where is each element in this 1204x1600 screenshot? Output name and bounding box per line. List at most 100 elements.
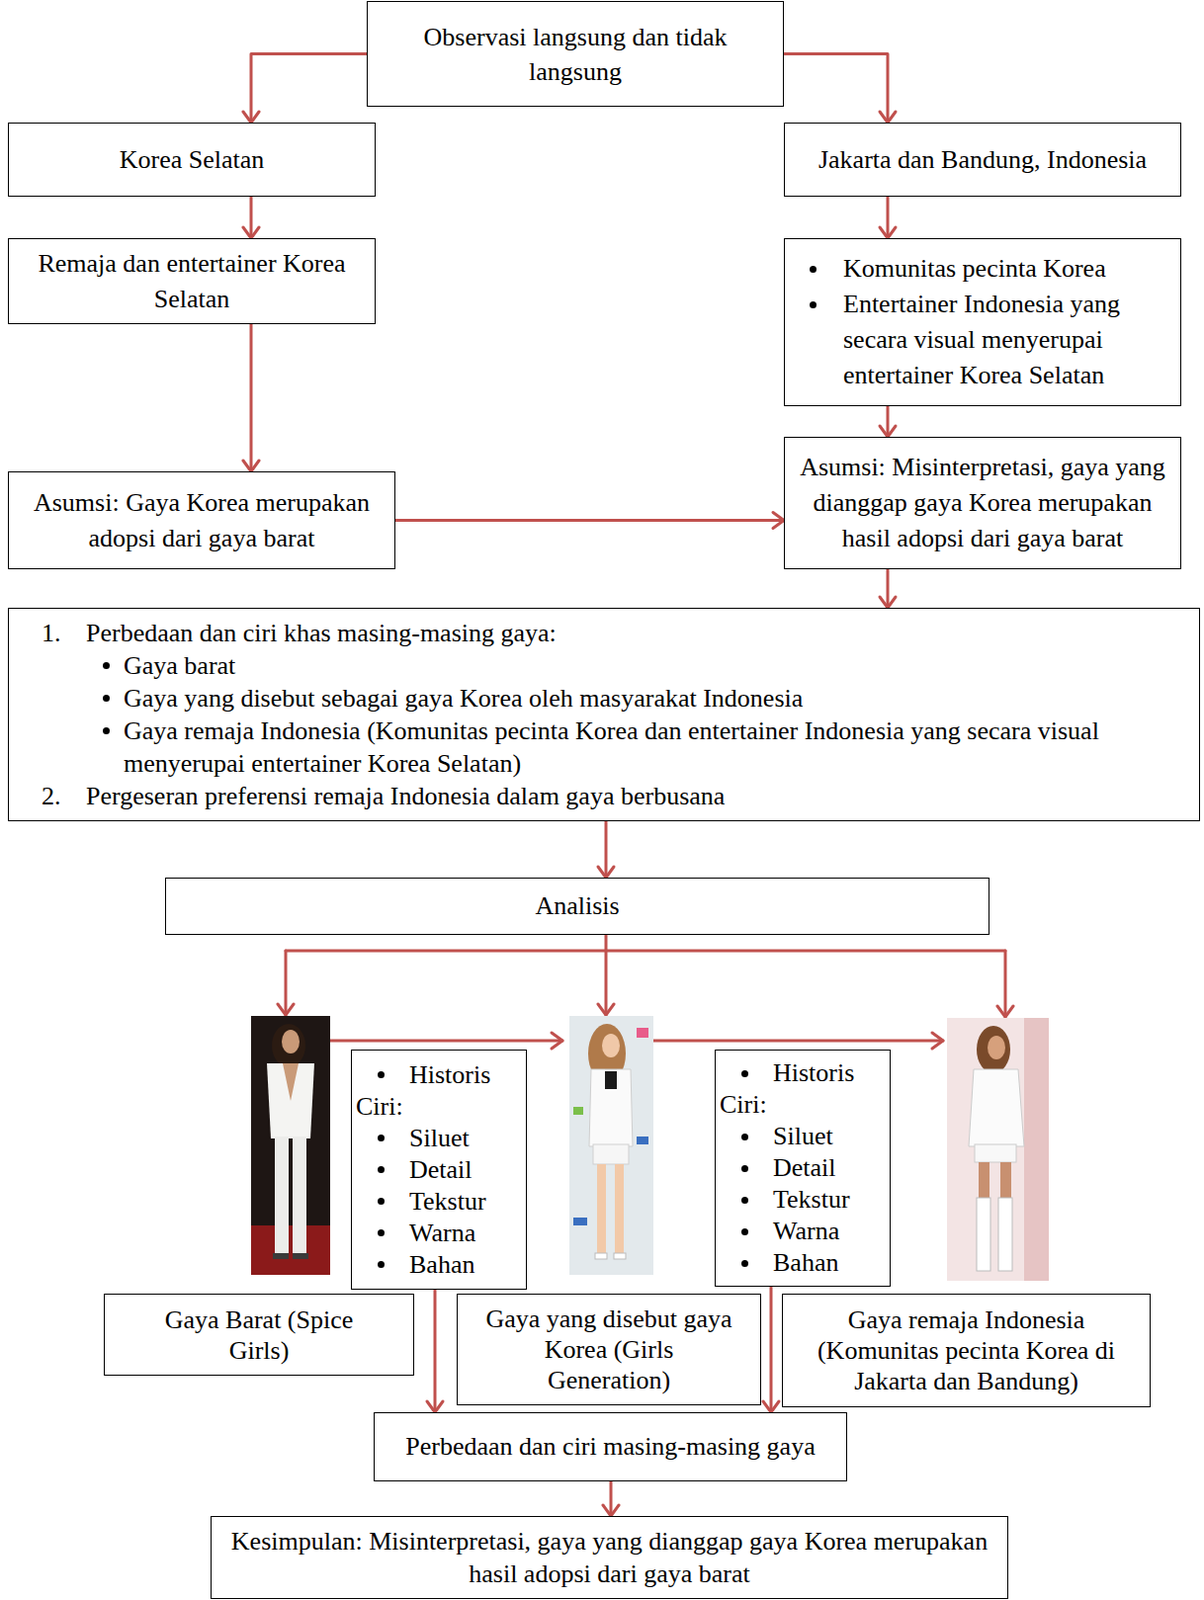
- list-item: Siluet: [351, 1122, 522, 1155]
- process-box: Kesimpulan: Misinterpretasi, gaya yang d…: [210, 1516, 1009, 1600]
- process-box: Korea Selatan: [7, 122, 376, 197]
- item-text: Ciri:: [719, 1089, 886, 1121]
- face: [987, 1035, 1006, 1060]
- process-box: HistorisCiri:SiluetDetailTeksturWarnaBah…: [350, 1049, 527, 1290]
- list-item: Detail: [715, 1152, 886, 1185]
- arrow-head: [879, 426, 896, 437]
- box-text: Perbedaan dan ciri masing-masing gaya: [388, 1429, 833, 1465]
- connector-arrow: [886, 196, 890, 239]
- list-item: Warna: [715, 1215, 886, 1248]
- flow-line: [330, 1039, 563, 1043]
- connector-arrow: [770, 1287, 774, 1413]
- arrow-head: [773, 513, 784, 529]
- list-number: 2.: [41, 779, 62, 813]
- process-box: Gaya remaja Indonesia (Komunitas pecinta…: [781, 1293, 1151, 1408]
- leg: [1000, 1162, 1012, 1201]
- list-item: Historis: [351, 1059, 522, 1092]
- logo-mark: [636, 1136, 649, 1145]
- process-box: Gaya yang disebut gaya Korea (Girls Gene…: [456, 1293, 762, 1406]
- red-carpet: [251, 1225, 331, 1276]
- white-blazer: [266, 1063, 315, 1139]
- box-text: Observasi langsung dan tidak langsung: [381, 19, 770, 89]
- connector-arrow: [604, 821, 608, 878]
- list-item: Warna: [351, 1217, 522, 1250]
- process-box: Perbedaan dan ciri masing-masing gaya: [373, 1412, 848, 1482]
- connector-arrow: [251, 54, 367, 124]
- face: [602, 1033, 620, 1058]
- bullet-dot: [102, 694, 110, 702]
- bullet-dot: [809, 301, 817, 309]
- arrow-head: [932, 1032, 944, 1049]
- list-item: Detail: [351, 1154, 522, 1187]
- arrow-head: [602, 1505, 619, 1517]
- list-item: 2. Pergeseran preferensi remaja Indonesia…: [8, 779, 1190, 813]
- item-text: Bahan: [773, 1247, 886, 1280]
- item-text: Gaya yang disebut sebagai gaya Korea ole…: [123, 682, 1190, 715]
- box-text: Gaya yang disebut gaya Korea (Girls Gene…: [481, 1303, 737, 1396]
- hair: [976, 1026, 1011, 1074]
- white-jacket: [589, 1069, 633, 1147]
- list-item: Ciri:: [715, 1089, 886, 1121]
- bullet-dot: [102, 727, 110, 735]
- photo-background: [251, 1016, 331, 1276]
- process-box: Remaja dan entertainer Korea Selatan: [7, 238, 376, 325]
- item-text: Gaya barat: [123, 649, 1190, 683]
- item-text: Siluet: [409, 1122, 522, 1155]
- list-item: Tekstur: [351, 1186, 522, 1218]
- arrow-head: [879, 227, 896, 239]
- arrow-head: [243, 460, 259, 472]
- logo-mark: [573, 1107, 584, 1116]
- box-text: Jakarta dan Bandung, Indonesia: [798, 142, 1167, 178]
- item-text: Gaya remaja Indonesia (Komunitas pecinta…: [123, 714, 1190, 780]
- connector-arrow: [886, 406, 890, 437]
- leg: [614, 1164, 624, 1256]
- bullet-dot: [377, 1134, 385, 1142]
- arrow-head: [551, 1032, 563, 1049]
- box-text: Remaja dan entertainer Korea Selatan: [22, 246, 361, 318]
- bullet-dot: [741, 1260, 749, 1268]
- list-item: Ciri:: [351, 1091, 522, 1123]
- item-text: Detail: [409, 1154, 522, 1187]
- process-box: Observasi langsung dan tidak langsung: [366, 0, 784, 107]
- item-text: Pergeseran preferensi remaja Indonesia d…: [86, 779, 1190, 813]
- photo-background: [569, 1016, 654, 1276]
- connector-arrow: [395, 518, 784, 522]
- flow-line: [653, 1039, 944, 1043]
- arrow-head: [243, 111, 259, 123]
- list-item: Entertainer Indonesia yang secara visual…: [784, 286, 1173, 394]
- bullet-dot: [377, 1071, 385, 1079]
- white-shorts: [593, 1144, 629, 1165]
- list-item: Siluet: [715, 1120, 886, 1153]
- process-box: Jakarta dan Bandung, Indonesia: [783, 122, 1182, 197]
- item-text: Historis: [409, 1059, 522, 1092]
- arrow-head: [763, 1401, 779, 1413]
- list-item: Gaya yang disebut sebagai gaya Korea ole…: [8, 682, 1190, 715]
- arrow-head: [879, 111, 896, 123]
- list-item: Tekstur: [715, 1184, 886, 1216]
- item-text: Ciri:: [355, 1091, 522, 1123]
- item-text: Perbedaan dan ciri khas masing-masing ga…: [86, 616, 1190, 650]
- white-boot: [998, 1198, 1013, 1272]
- list-item: 1.Perbedaan dan ciri khas masing-masing …: [8, 616, 1190, 650]
- box-text: Gaya remaja Indonesia (Komunitas pecinta…: [796, 1304, 1136, 1397]
- shoe: [595, 1253, 607, 1260]
- arrow-head: [243, 227, 259, 239]
- item-text: Tekstur: [773, 1184, 886, 1216]
- item-text: Warna: [773, 1215, 886, 1248]
- list-item: Gaya barat: [8, 649, 1190, 683]
- white-shorts: [974, 1144, 1017, 1163]
- list-item: Bahan: [351, 1249, 522, 1282]
- bullet-dot: [377, 1166, 385, 1174]
- item-text: Entertainer Indonesia yang secara visual…: [843, 286, 1173, 394]
- list-item: Gaya remaja Indonesia (Komunitas pecinta…: [8, 714, 1190, 780]
- arrow-head: [277, 1004, 294, 1016]
- bullet-dot: [809, 265, 817, 273]
- box-text: Kesimpulan: Misinterpretasi, gaya yang d…: [217, 1525, 1002, 1591]
- item-text: Historis: [773, 1057, 886, 1090]
- bullet-dot: [377, 1229, 385, 1237]
- item-text: Detail: [773, 1152, 886, 1185]
- process-box: Gaya Barat (Spice Girls): [103, 1293, 415, 1376]
- logo-mark: [636, 1028, 649, 1038]
- item-text: Komunitas pecinta Korea: [843, 251, 1173, 287]
